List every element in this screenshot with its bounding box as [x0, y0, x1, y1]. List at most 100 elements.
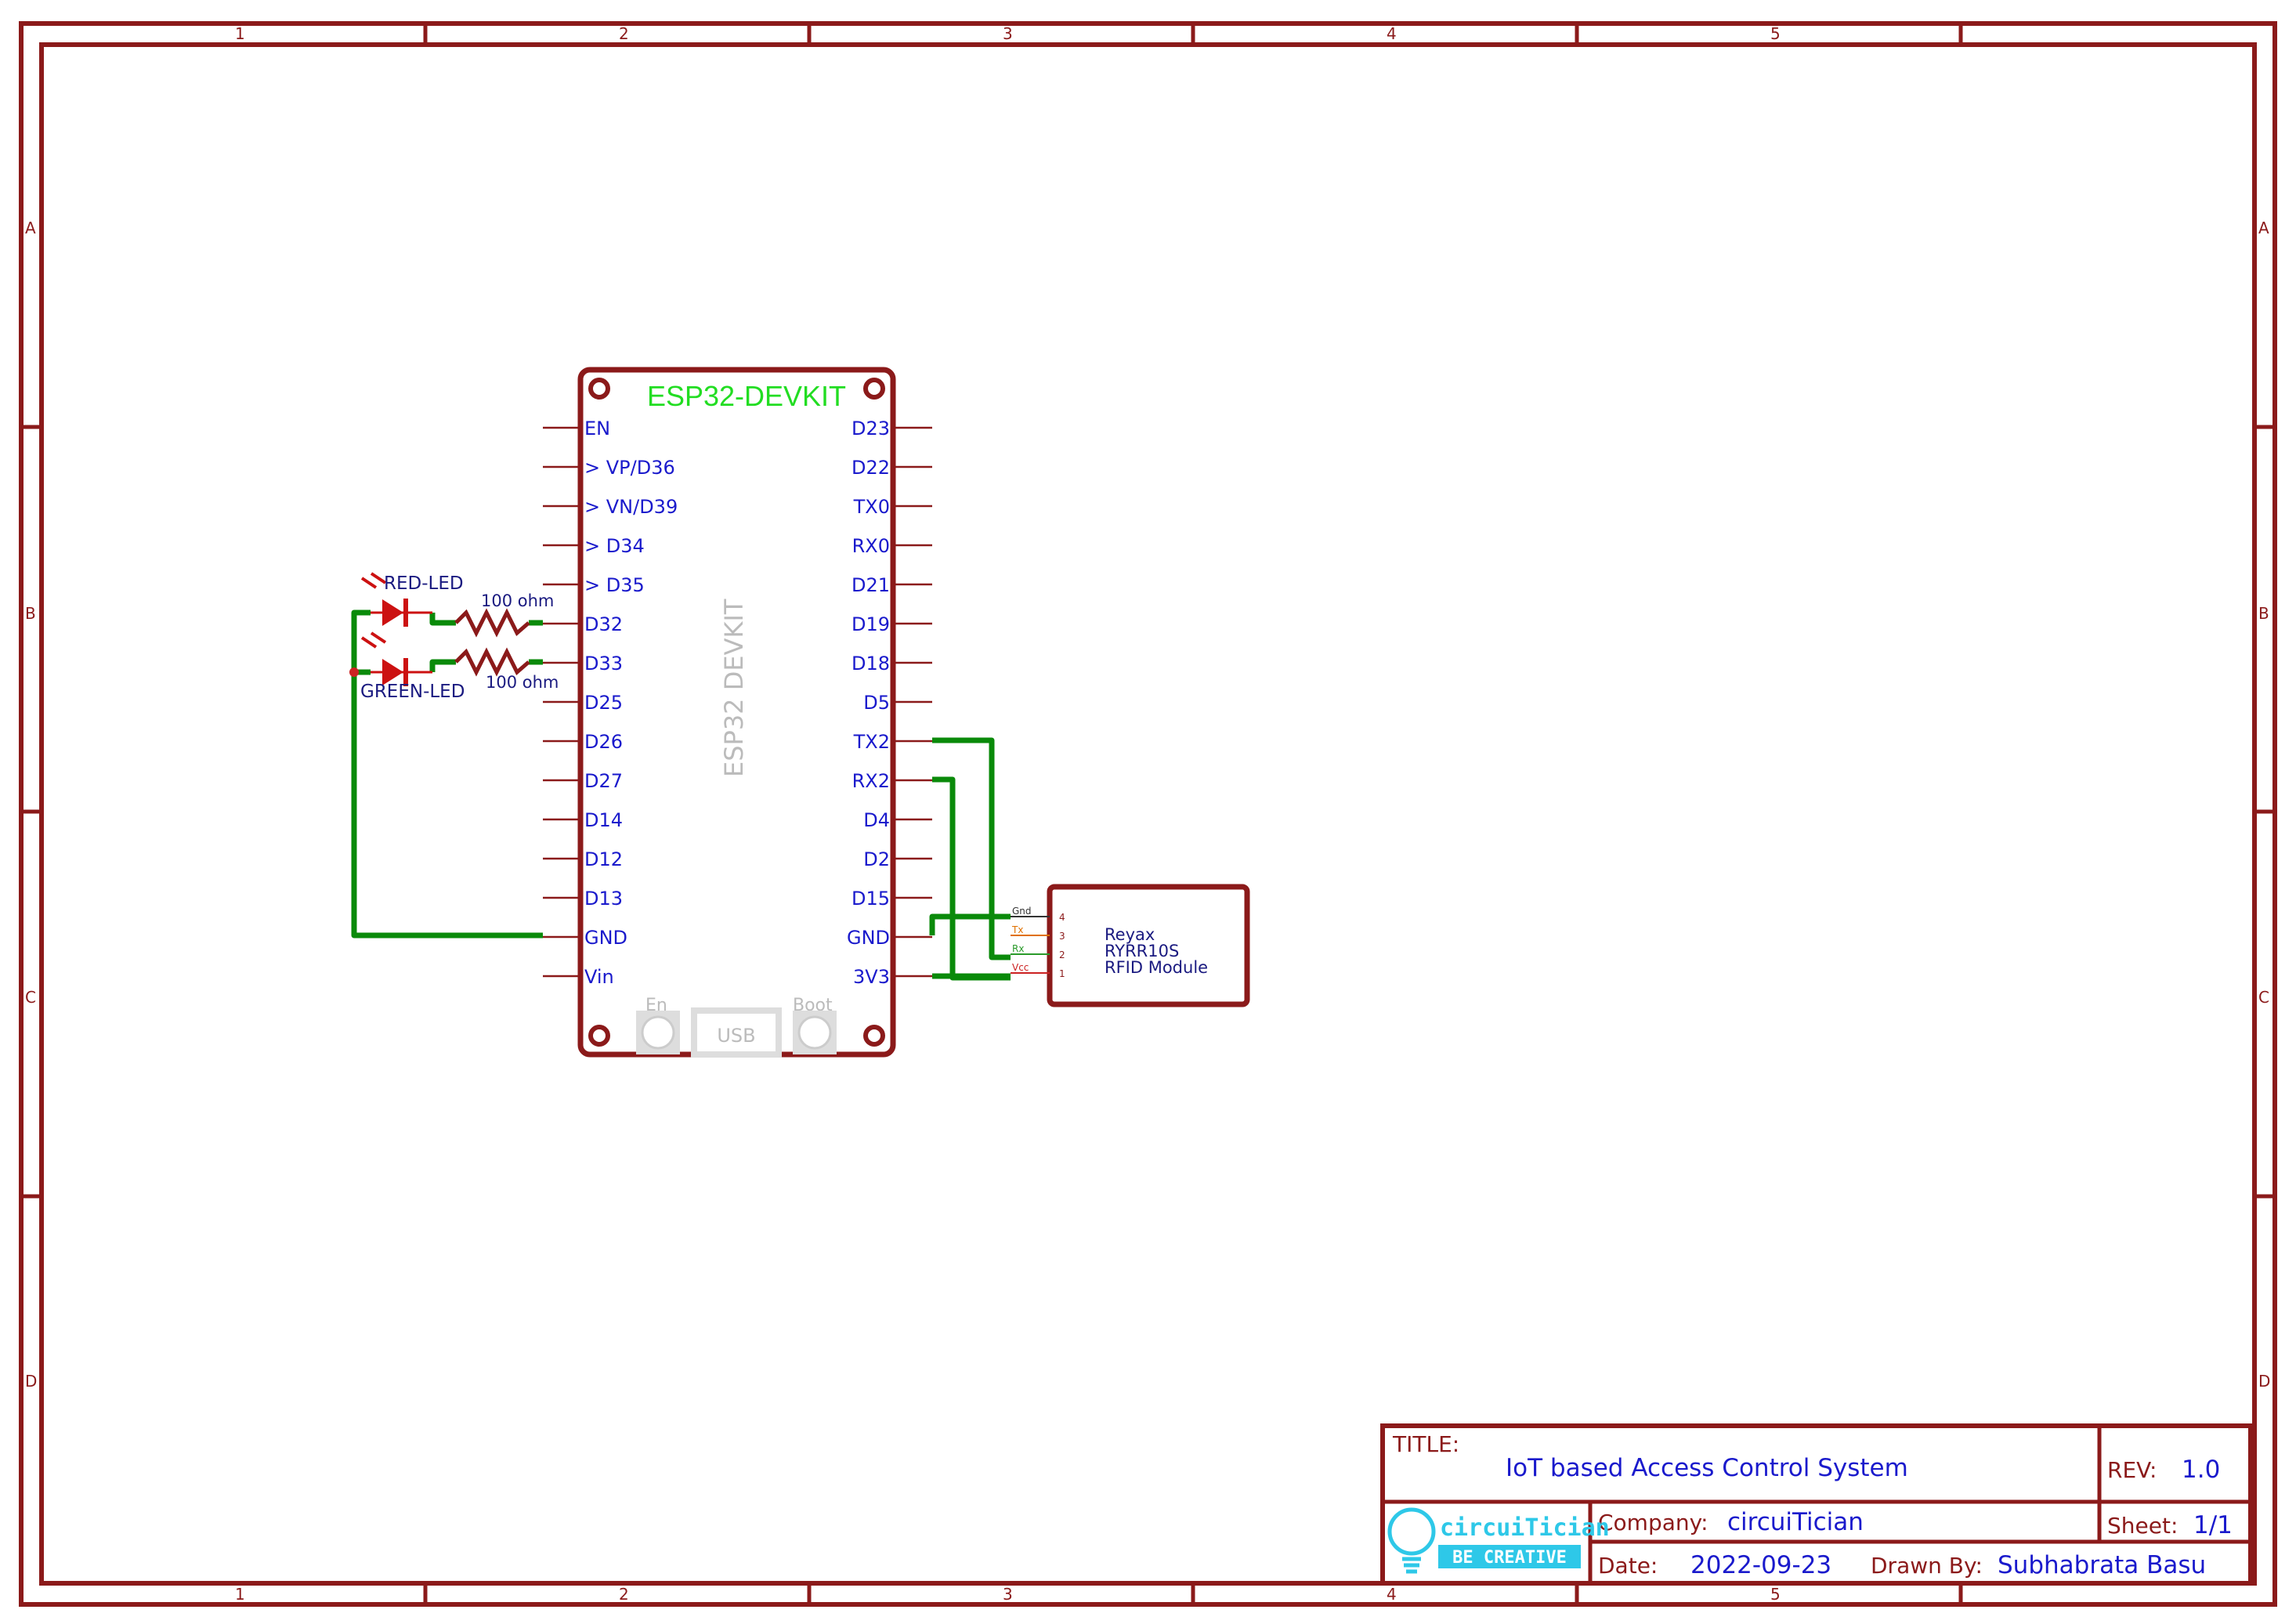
wire-gnd-led — [351, 609, 543, 939]
esp32-title: ESP32-DEVKIT — [647, 380, 846, 412]
rfid-pin-number: 2 — [1059, 949, 1065, 960]
company-label: Company: — [1598, 1510, 1708, 1535]
title-label: TITLE: — [1392, 1431, 1459, 1457]
mount-hole-br — [863, 1025, 885, 1047]
rfid-line-1: Reyax — [1105, 925, 1155, 944]
esp32-right-pin-label: 3V3 — [853, 966, 890, 988]
zone-row-c-left: C — [25, 988, 36, 1007]
esp32-right-pin-label: TX0 — [853, 496, 890, 518]
zone-col-5-bottom: 5 — [1770, 1585, 1781, 1604]
esp32-right-pin-label: D2 — [863, 848, 890, 870]
esp32-left-pin-label: > D35 — [584, 574, 645, 596]
esp32-left-pin-label: D25 — [584, 692, 623, 714]
esp32-right-pins: D23D22TX0RX0D21D19D18D5TX2RX2D4D2D15GND3… — [847, 418, 932, 988]
r2-zigzag — [454, 647, 530, 677]
zone-col-2-top: 2 — [619, 24, 629, 43]
title-block: TITLE: IoT based Access Control System R… — [1380, 1423, 2253, 1586]
zone-row-a-right: A — [2258, 219, 2269, 237]
wire-tx2 — [932, 737, 1011, 960]
r1-zigzag — [454, 608, 530, 638]
esp32-left-pin-label: > VP/D36 — [584, 457, 675, 479]
red-led-arrows — [360, 572, 387, 589]
esp32-left-pins: EN> VP/D36> VN/D39> D34> D35D32D33D25D26… — [543, 418, 678, 988]
esp32-right-pin-label: D23 — [852, 418, 890, 439]
zone-col-3-top: 3 — [1003, 24, 1013, 43]
esp32-left-pin-label: D32 — [584, 613, 623, 635]
title-value: IoT based Access Control System — [1506, 1454, 1908, 1482]
sheet-label: Sheet: — [2107, 1513, 2178, 1539]
logo-tagline: BE CREATIVE — [1452, 1548, 1567, 1568]
circuitician-logo: circuiTician BE CREATIVE — [1387, 1507, 1610, 1574]
junction-dot — [349, 667, 359, 677]
rfid-pin-number: 3 — [1059, 931, 1065, 942]
esp32-left-pin-label: D27 — [584, 770, 623, 792]
drawn-value: Subhabrata Basu — [1998, 1551, 2206, 1579]
logo-tagline-bg — [1438, 1545, 1581, 1568]
zone-col-4-top: 4 — [1387, 24, 1397, 43]
usb-port-label: USB — [717, 1025, 755, 1047]
zone-col-1-top: 1 — [235, 24, 245, 43]
sheet-value: 1/1 — [2193, 1511, 2233, 1539]
mount-hole-tl — [588, 378, 610, 400]
zone-row-b-right: B — [2258, 604, 2269, 623]
rfid-pin-name: Gnd — [1012, 906, 1032, 917]
wires — [349, 609, 1011, 981]
green-led-arrows — [360, 631, 387, 649]
rfid-pin-number: 4 — [1059, 912, 1065, 923]
brain-icon — [1387, 1507, 1436, 1556]
zone-col-4-bottom: 4 — [1387, 1585, 1397, 1604]
drawn-label: Drawn By: — [1871, 1553, 1983, 1579]
esp32-right-pin-label: D21 — [852, 574, 890, 596]
sheet-frame — [19, 21, 2277, 1607]
zone-row-d-left: D — [25, 1372, 37, 1391]
rfid-pin-name: Vcc — [1012, 962, 1029, 973]
zone-col-3-bottom: 3 — [1003, 1585, 1013, 1604]
rfid-pin-number: 1 — [1059, 968, 1065, 979]
esp32-left-pin-label: D12 — [584, 848, 623, 870]
esp32-right-pin-label: D19 — [852, 613, 890, 635]
mount-hole-bl — [588, 1025, 610, 1047]
red-led-label: RED-LED — [384, 573, 464, 594]
red-led[interactable]: RED-LED — [360, 572, 464, 627]
green-led[interactable]: GREEN-LED — [360, 631, 465, 702]
zone-col-1-bottom: 1 — [235, 1585, 245, 1604]
esp32-left-pin-label: > VN/D39 — [584, 496, 678, 518]
rfid-pin-name: Rx — [1012, 943, 1024, 954]
esp32-left-pin-label: D13 — [584, 888, 623, 910]
zone-row-a-left: A — [25, 219, 36, 237]
esp32-left-pin-label: EN — [584, 418, 610, 439]
esp32-right-pin-label: RX2 — [852, 770, 890, 792]
zone-labels: 1 2 3 4 5 1 2 3 4 5 A B C D A B C D — [25, 24, 2270, 1604]
esp32-board[interactable]: ESP32-DEVKIT ESP32 DEVKIT EN > VP/D36 > VN… — [543, 367, 932, 1058]
rev-label: REV: — [2107, 1457, 2157, 1483]
esp32-right-pin-label: D15 — [852, 888, 890, 910]
esp32-right-pin-label: D5 — [863, 692, 890, 714]
esp32-left-pin-label: Vin — [584, 966, 614, 988]
esp32-right-pin-label: D18 — [852, 653, 890, 675]
usb-port[interactable] — [691, 1007, 782, 1058]
esp32-right-pin-label: RX0 — [852, 535, 890, 557]
r2-value: 100 ohm — [486, 673, 559, 692]
en-button-cap — [641, 1015, 675, 1050]
rev-value: 1.0 — [2182, 1456, 2220, 1484]
wire-gnd-rfid — [929, 913, 1011, 935]
mount-hole-tr — [863, 378, 885, 400]
esp32-left-pin-label: D14 — [584, 809, 623, 831]
resistor-r1[interactable]: 100 ohm — [454, 591, 554, 638]
esp32-watermark: ESP32 DEVKIT — [719, 599, 749, 777]
logo-name: circuiTician — [1440, 1514, 1610, 1542]
resistor-r2[interactable]: 100 ohm — [454, 647, 559, 692]
esp32-right-pin-label: TX2 — [853, 731, 890, 753]
bulb-base-icon — [1402, 1557, 1421, 1574]
r1-value: 100 ohm — [481, 591, 554, 610]
esp32-right-pin-label: GND — [847, 927, 890, 949]
esp32-left-pin-label: > D34 — [584, 535, 645, 557]
zone-row-d-right: D — [2258, 1372, 2270, 1391]
zone-row-b-left: B — [25, 604, 36, 623]
esp32-left-pin-label: D33 — [584, 653, 623, 675]
rfid-pin-name: Tx — [1011, 924, 1023, 935]
rfid-line-2: RYRR10S — [1105, 942, 1179, 960]
